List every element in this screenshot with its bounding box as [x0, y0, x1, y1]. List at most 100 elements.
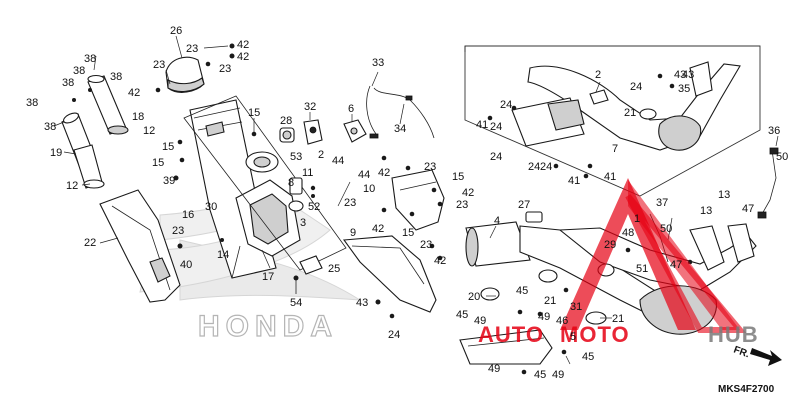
callout-32: 32	[304, 101, 316, 113]
callout-14: 14	[217, 249, 229, 261]
callout-5: 5	[570, 331, 576, 343]
callout-41: 41	[568, 175, 580, 187]
callout-36: 36	[768, 125, 780, 137]
callout-53: 53	[290, 151, 302, 163]
callout-45: 45	[534, 369, 546, 381]
callout-38: 38	[73, 65, 85, 77]
callout-42: 42	[378, 167, 390, 179]
callout-23: 23	[172, 225, 184, 237]
valve-parts	[279, 119, 323, 294]
callout-41: 41	[476, 119, 488, 131]
callout-43: 43	[674, 69, 686, 81]
callout-35: 35	[678, 83, 690, 95]
callout-13: 13	[718, 189, 730, 201]
callout-15: 15	[452, 171, 464, 183]
callout-19: 19	[50, 147, 62, 159]
exhaust-pipe-assembly-lower	[465, 147, 779, 335]
callout-42: 42	[237, 51, 249, 63]
callout-24: 24	[490, 121, 502, 133]
callout-23: 23	[153, 59, 165, 71]
callout-23: 23	[344, 197, 356, 209]
callout-15: 15	[248, 107, 260, 119]
callout-4: 4	[494, 215, 500, 227]
callout-20: 20	[468, 291, 480, 303]
callout-49: 49	[538, 311, 550, 323]
callout-38: 38	[84, 53, 96, 65]
watermark: AUTO MOTO HUB	[478, 178, 759, 347]
callout-50: 50	[660, 223, 672, 235]
callout-24: 24	[490, 151, 502, 163]
callout-9: 9	[350, 227, 356, 239]
callout-38: 38	[62, 77, 74, 89]
front-arrow-icon	[750, 348, 782, 366]
callout-23: 23	[219, 63, 231, 75]
callout-21: 21	[624, 107, 636, 119]
callout-21: 21	[612, 313, 624, 325]
muffler-body	[189, 99, 301, 279]
callout-49: 49	[552, 369, 564, 381]
callout-12: 12	[143, 125, 155, 137]
tail-cap	[165, 56, 205, 93]
callout-45: 45	[516, 285, 528, 297]
muffler-group-outline	[183, 95, 347, 271]
callout-2: 2	[318, 149, 324, 161]
callout-24: 24	[388, 329, 400, 341]
bracket-and-cables	[343, 85, 435, 143]
callout-16: 16	[182, 209, 194, 221]
callout-34: 34	[394, 123, 406, 135]
callout-26: 26	[170, 25, 182, 37]
callout-24: 24	[500, 99, 512, 111]
callout-23: 23	[424, 161, 436, 173]
watermark-auto-text: AUTO	[478, 322, 544, 347]
diagram-code: MKS4F2700	[718, 384, 775, 395]
callout-37: 37	[656, 197, 668, 209]
callout-38: 38	[44, 121, 56, 133]
fasteners	[72, 43, 693, 375]
callout-31: 31	[570, 301, 582, 313]
callout-6: 6	[348, 103, 354, 115]
callout-29: 29	[604, 239, 616, 251]
lower-heat-shield	[342, 235, 437, 313]
callout-23: 23	[186, 43, 198, 55]
callout-47: 47	[670, 259, 682, 271]
callout-49: 49	[488, 363, 500, 375]
callout-39: 39	[163, 175, 175, 187]
callout-38: 38	[110, 71, 122, 83]
callout-42: 42	[434, 255, 446, 267]
callout-51: 51	[636, 263, 648, 275]
callout-42: 42	[372, 223, 384, 235]
callout-47: 47	[742, 203, 754, 215]
muffler-tip-left	[61, 74, 129, 189]
callout-45: 45	[582, 351, 594, 363]
callout-3: 3	[300, 217, 306, 229]
callout-48: 48	[622, 227, 634, 239]
callout-46: 46	[556, 315, 568, 327]
callout-43: 43	[356, 297, 368, 309]
callout-28: 28	[280, 115, 292, 127]
callout-10: 10	[363, 183, 375, 195]
callout-33: 33	[372, 57, 384, 69]
watermark-hub-text: HUB	[708, 322, 759, 347]
callout-30: 30	[205, 201, 217, 213]
callout-42: 42	[462, 187, 474, 199]
upper-heat-guard	[391, 169, 445, 231]
callout-42: 42	[237, 39, 249, 51]
callout-45: 45	[456, 309, 468, 321]
callout-12: 12	[66, 180, 78, 192]
callout-8: 8	[288, 177, 294, 189]
callout-49: 49	[474, 315, 486, 327]
callout-42: 42	[128, 87, 140, 99]
callout-15: 15	[402, 227, 414, 239]
callout-24: 24	[630, 81, 642, 93]
callout-7: 7	[612, 143, 618, 155]
callout-1: 1	[634, 213, 640, 225]
callout-21: 21	[544, 295, 556, 307]
callout-22: 22	[84, 237, 96, 249]
callout-18: 18	[132, 111, 144, 123]
front-direction-indicator: FR.	[732, 344, 782, 366]
callout-43: 43	[682, 69, 694, 81]
callout-15: 15	[162, 141, 174, 153]
fr-label: FR.	[732, 344, 751, 360]
